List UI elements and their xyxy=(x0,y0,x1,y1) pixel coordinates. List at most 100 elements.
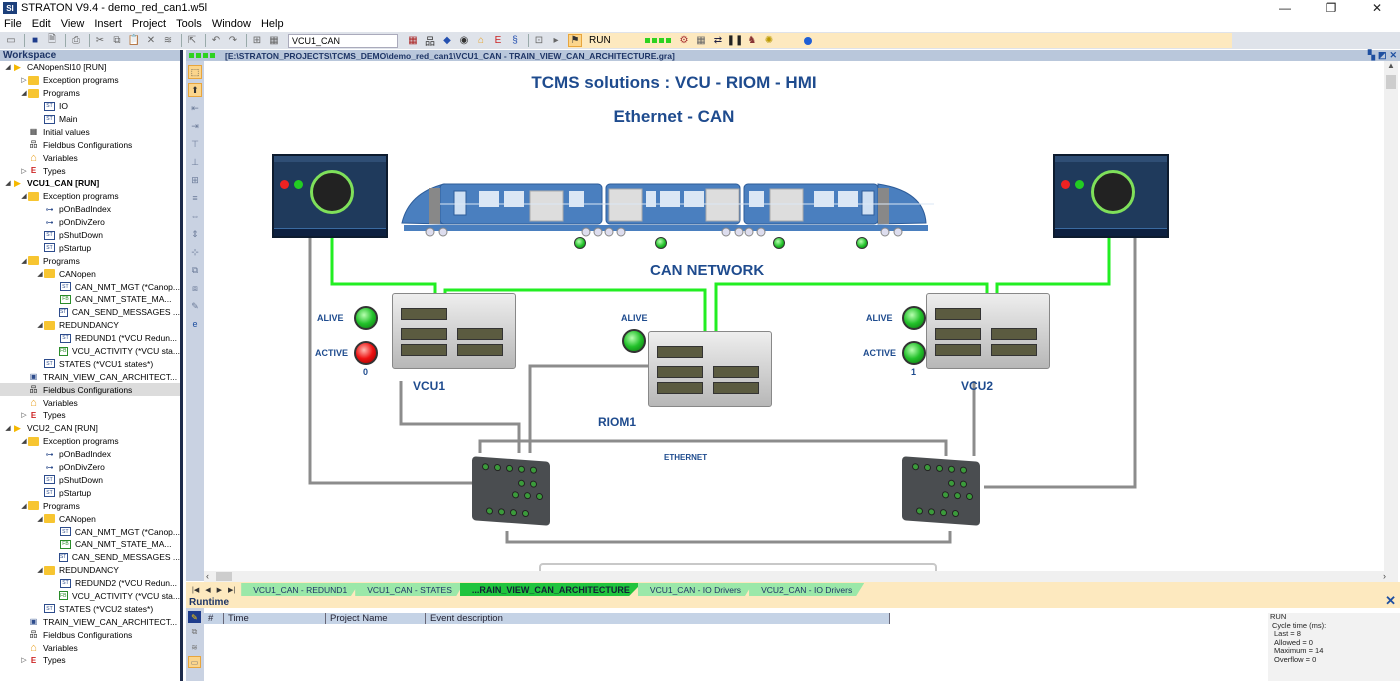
copy-log-icon[interactable]: ⧉ xyxy=(191,627,198,636)
tree-item[interactable]: ⊶pOnBadIndex xyxy=(0,448,180,461)
insert-icon[interactable]: ⇱ xyxy=(187,35,197,46)
distribute-icon[interactable]: ≡ xyxy=(192,193,198,203)
definitions-icon[interactable]: § xyxy=(512,35,518,46)
col-time[interactable]: Time xyxy=(224,613,326,624)
hscroll-thumb[interactable] xyxy=(216,572,232,581)
tree-item[interactable]: ◢Exception programs xyxy=(0,190,180,203)
tree-item[interactable]: ◢CANopen xyxy=(0,512,180,525)
menu-tools[interactable]: Tools xyxy=(176,18,202,30)
undo-icon[interactable]: ↶ xyxy=(211,35,221,46)
menu-edit[interactable]: Edit xyxy=(31,18,51,30)
align-right-icon[interactable]: ⇥ xyxy=(191,120,199,131)
collapse-icon[interactable]: ◢ xyxy=(37,567,43,575)
select-icon[interactable]: ⬚ xyxy=(188,65,202,79)
tree-item[interactable]: ◢▶VCU2_CAN [RUN] xyxy=(0,422,180,435)
simulate-icon[interactable]: ⊡ xyxy=(534,35,544,46)
collapse-icon[interactable]: ◢ xyxy=(21,193,27,201)
hmi-left[interactable] xyxy=(272,154,388,238)
collapse-icon[interactable]: ◢ xyxy=(21,502,27,510)
tree-item[interactable]: ⊶pOnBadIndex xyxy=(0,203,180,216)
horizontal-scrollbar[interactable]: ‹› xyxy=(204,571,1398,582)
minimize-icon[interactable]: — xyxy=(1279,1,1291,15)
collapse-icon[interactable]: ◢ xyxy=(37,270,43,278)
io-grid-icon[interactable]: ▦ xyxy=(408,35,418,46)
scroll-thumb[interactable] xyxy=(1386,75,1396,89)
edit-icon[interactable]: ◩ xyxy=(1377,50,1387,60)
collapse-icon[interactable]: ◢ xyxy=(37,515,43,523)
tab-next-icon[interactable]: ▶ xyxy=(216,586,222,594)
close-runtime-icon[interactable]: ✕ xyxy=(1385,593,1396,608)
align-left-icon[interactable]: ⇤ xyxy=(191,102,199,113)
fieldbus-icon[interactable]: 品 xyxy=(425,37,435,48)
ethernet-switch-left[interactable] xyxy=(472,456,550,526)
tree-item[interactable]: ▷Exception programs xyxy=(0,74,180,87)
collapse-icon[interactable]: ◢ xyxy=(21,438,27,446)
variables-icon[interactable]: ⌂ xyxy=(477,35,485,46)
tree-item[interactable]: ⌂Variables xyxy=(0,641,180,654)
tree-item[interactable]: ◢▶CANopenSl10 [RUN] xyxy=(0,61,180,74)
tree-item[interactable]: ▣TRAIN_VIEW_CAN_ARCHITECT... xyxy=(0,370,180,383)
close-icon[interactable]: ✕ xyxy=(1371,1,1383,15)
layout-icon[interactable]: ▚ xyxy=(1368,50,1375,60)
log-icon[interactable]: ✎ xyxy=(188,611,201,623)
same-width-icon[interactable]: ⇔ xyxy=(190,211,200,221)
spy-icon[interactable]: ◆ xyxy=(443,35,451,46)
collapse-icon[interactable]: ◢ xyxy=(5,64,11,72)
col-index[interactable]: # xyxy=(204,613,224,624)
hmi-right[interactable] xyxy=(1053,154,1169,238)
align-top-icon[interactable]: ⊤ xyxy=(191,138,199,149)
redo-icon[interactable]: ↷ xyxy=(228,35,238,46)
vcu2-controller[interactable] xyxy=(926,293,1050,369)
tab-train-view[interactable]: ...RAIN_VIEW_CAN_ARCHITECTURE xyxy=(459,583,642,596)
delete-all-icon[interactable]: ≋ xyxy=(163,35,173,46)
tree-item[interactable]: ◢Exception programs xyxy=(0,435,180,448)
build-all-icon[interactable]: ▦ xyxy=(269,35,279,46)
edit-graphics-icon[interactable]: e xyxy=(192,319,198,329)
collapse-icon[interactable]: ◢ xyxy=(5,425,11,433)
tree-item[interactable]: ⊶pOnDivZero xyxy=(0,461,180,474)
tab-vcu1-states[interactable]: VCU1_CAN - STATES xyxy=(355,583,464,596)
cut-icon[interactable]: ✂ xyxy=(95,35,105,46)
cycle-icon[interactable]: ▦ xyxy=(696,35,706,46)
menu-window[interactable]: Window xyxy=(211,18,251,30)
menu-insert[interactable]: Insert xyxy=(94,18,122,30)
menu-project[interactable]: Project xyxy=(131,18,167,30)
center-h-icon[interactable]: ⊞ xyxy=(191,174,199,185)
send-back-icon[interactable]: ⧈ xyxy=(192,282,198,293)
filter-icon[interactable]: ▭ xyxy=(188,656,201,668)
tree-item[interactable]: ◢REDUNDANCY xyxy=(0,319,180,332)
compile-icon[interactable]: ⊞ xyxy=(252,35,262,46)
grid-icon[interactable]: ⊹ xyxy=(191,246,199,257)
settings-icon[interactable]: ✺ xyxy=(764,35,774,46)
clear-log-icon[interactable]: ≋ xyxy=(191,642,198,652)
tab-last-icon[interactable]: ▶| xyxy=(227,586,236,594)
save-icon[interactable]: ■ xyxy=(31,35,39,46)
tree-item[interactable]: ◢CANopen xyxy=(0,267,180,280)
menu-file[interactable]: File xyxy=(4,18,22,30)
scroll-right-icon[interactable]: › xyxy=(1383,571,1386,581)
project-select[interactable]: VCU1_CAN xyxy=(288,33,398,48)
expand-icon[interactable]: ▷ xyxy=(21,412,27,420)
pointer-icon[interactable]: ⬆ xyxy=(188,83,202,97)
print-icon[interactable]: ⎙ xyxy=(72,35,80,46)
download-icon[interactable]: ▸ xyxy=(553,35,559,46)
